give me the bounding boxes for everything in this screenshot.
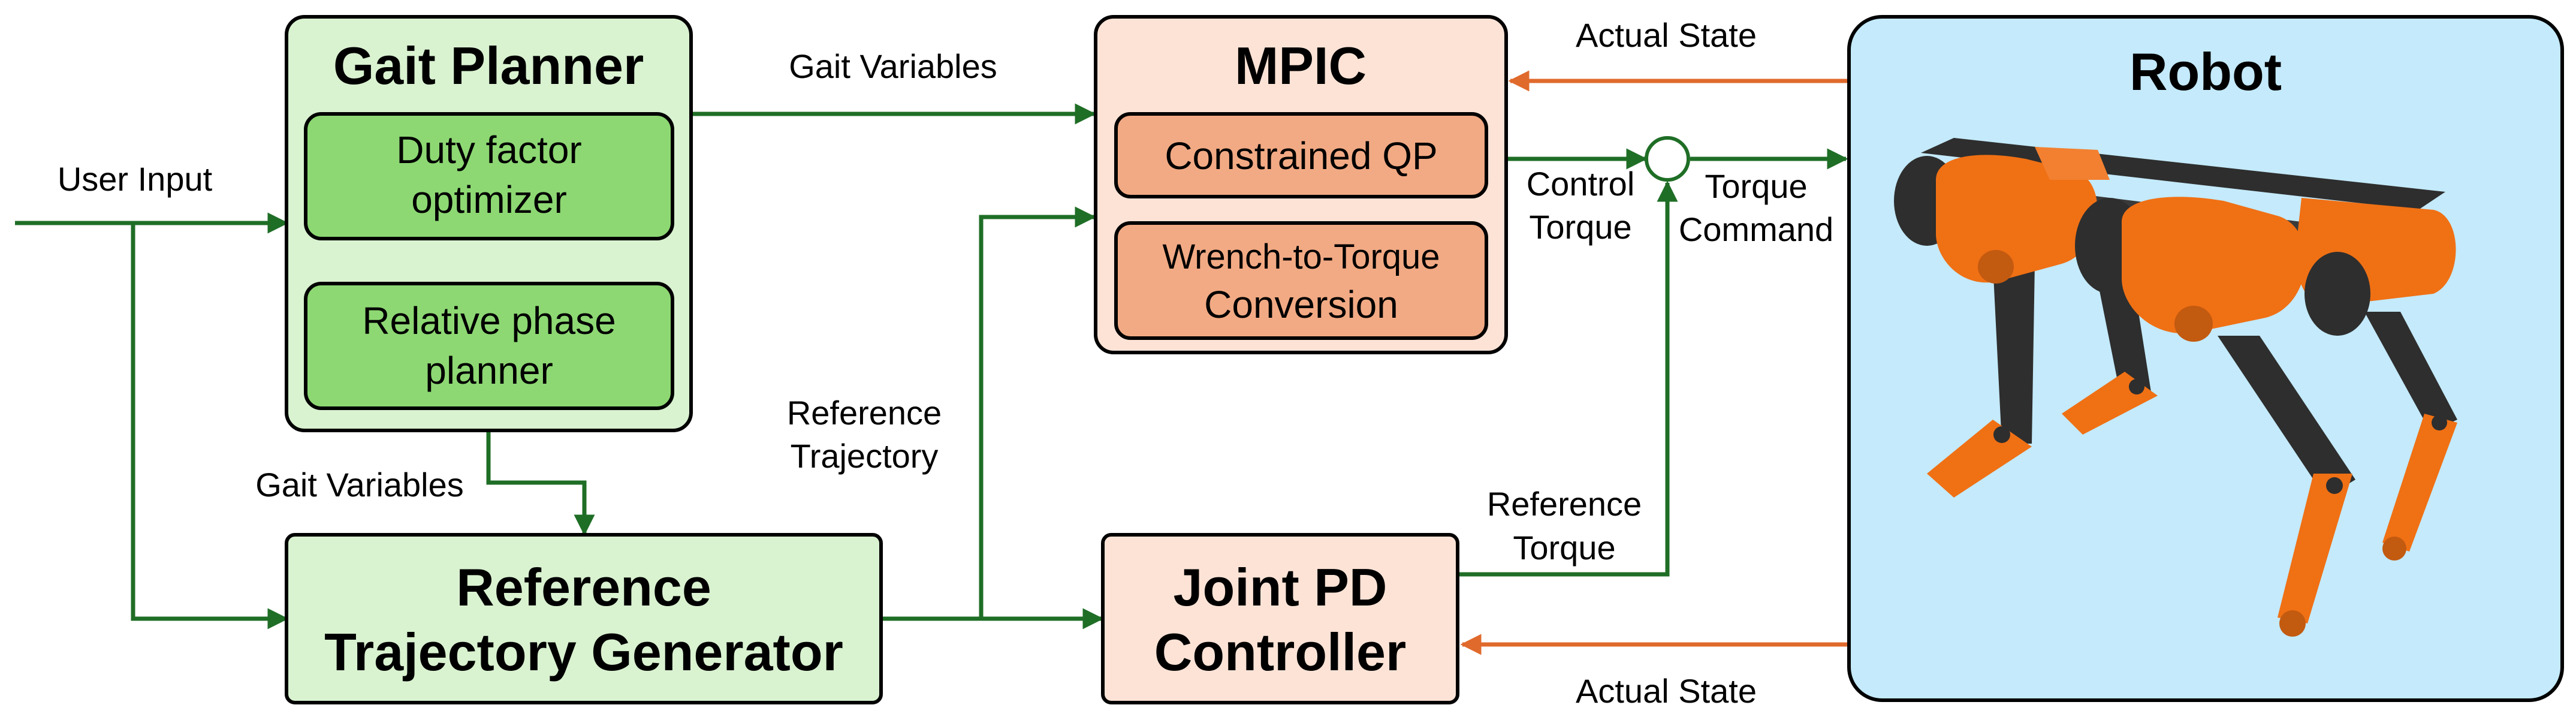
relative-phase-line-2: planner	[425, 349, 553, 392]
constrained-qp-block: Constrained QP	[1114, 112, 1488, 198]
gait-variables-to-ref-gen-arrow	[486, 432, 595, 536]
gait-variables-top-label: Gait Variables	[789, 47, 997, 85]
rear-left-leg	[1927, 264, 2035, 498]
front-left-leg	[2218, 336, 2355, 637]
actual-state-bottom-label: Actual State	[1576, 672, 1757, 710]
reference-torque-label-line-1: Reference	[1487, 485, 1642, 523]
rear-hip-housing	[1894, 147, 2110, 284]
front-right-leg	[2364, 312, 2457, 561]
ref-traj-to-mpic-arrow	[979, 206, 1096, 619]
ref-gen-title-line-1: Reference	[456, 558, 711, 617]
reference-trajectory-generator-block: Reference Trajectory Generator	[285, 533, 883, 704]
duty-factor-line-2: optimizer	[411, 178, 567, 221]
duty-factor-line-1: Duty factor	[396, 128, 581, 171]
robot-title: Robot	[2129, 42, 2282, 101]
wrench-to-torque-line-2: Conversion	[1204, 283, 1398, 326]
gait-variables-bottom-label: Gait Variables	[255, 466, 464, 504]
control-torque-label-line-1: Control	[1527, 165, 1635, 203]
mpic-block: MPIC Constrained QP Wrench-to-Torque Con…	[1094, 15, 1508, 354]
gait-planner-title: Gait Planner	[333, 36, 644, 95]
constrained-qp-label: Constrained QP	[1165, 134, 1437, 177]
gait-planner-block: Gait Planner Duty factor optimizer Relat…	[285, 15, 693, 432]
user-input-label: User Input	[58, 160, 213, 198]
front-hip-housing	[2075, 197, 2456, 342]
joint-pd-title-line-1: Joint PD	[1174, 558, 1387, 617]
robot-block: Robot	[1847, 15, 2564, 702]
duty-factor-optimizer-block: Duty factor optimizer	[304, 112, 674, 240]
control-torque-label-line-2: Torque	[1529, 208, 1631, 246]
reference-trajectory-label-line-1: Reference	[787, 394, 942, 432]
user-input-branch-arrow	[131, 223, 289, 629]
torque-command-label-line-2: Command	[1679, 210, 1833, 248]
relative-phase-planner-block: Relative phase planner	[304, 282, 674, 410]
wrench-to-torque-block: Wrench-to-Torque Conversion	[1114, 221, 1488, 340]
reference-torque-arrow	[1459, 180, 1678, 577]
reference-trajectory-label-line-2: Trajectory	[791, 437, 939, 475]
mpic-title: MPIC	[1235, 36, 1367, 95]
joint-pd-controller-block: Joint PD Controller	[1101, 533, 1459, 704]
quadruped-robot-illustration	[1894, 138, 2457, 637]
relative-phase-line-1: Relative phase	[362, 299, 616, 342]
actual-state-top-label: Actual State	[1576, 16, 1757, 54]
ref-gen-title-line-2: Trajectory Generator	[324, 622, 843, 682]
joint-pd-title-line-2: Controller	[1154, 622, 1406, 682]
reference-torque-label-line-2: Torque	[1513, 529, 1615, 567]
summing-junction	[1645, 136, 1690, 182]
torque-command-label-line-1: Torque	[1705, 167, 1807, 205]
wrench-to-torque-line-1: Wrench-to-Torque	[1162, 237, 1440, 276]
